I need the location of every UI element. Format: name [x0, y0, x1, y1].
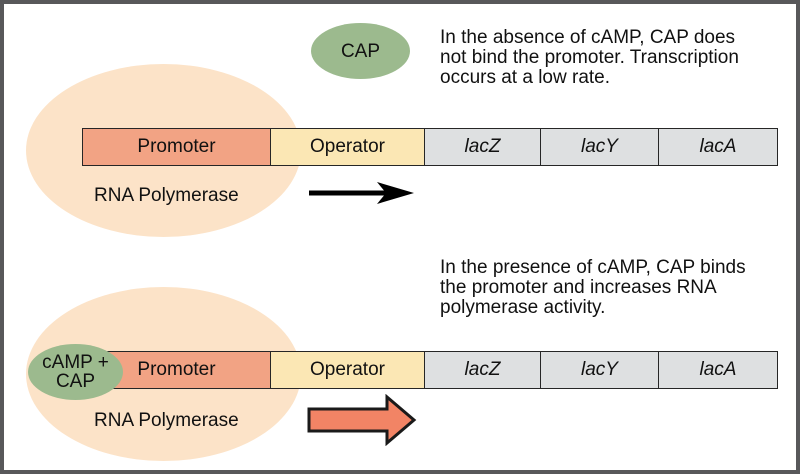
- rna-polymerase-label-top: RNA Polymerase: [94, 185, 239, 206]
- promoter-label: Promoter: [137, 359, 216, 380]
- presence-of-camp-caption: In the presence of cAMP, CAP binds the p…: [440, 257, 746, 318]
- laca-label: lacA: [699, 359, 737, 380]
- lacy-label: lacY: [581, 136, 618, 157]
- rna-polymerase-label-bottom: RNA Polymerase: [94, 410, 239, 431]
- promoter-label: Promoter: [137, 136, 216, 157]
- lacz-segment-top: lacZ: [424, 128, 541, 166]
- laca-segment-top: lacA: [658, 128, 778, 166]
- operator-segment-top: Operator: [269, 128, 426, 166]
- lacz-label: lacZ: [464, 136, 501, 157]
- lacy-label: lacY: [581, 359, 618, 380]
- laca-segment-bottom: lacA: [658, 351, 778, 389]
- low-rate-transcription-arrow-icon: [306, 180, 416, 211]
- lacy-segment-top: lacY: [539, 128, 660, 166]
- increased-transcription-block-arrow-icon: [306, 393, 418, 451]
- lacz-segment-bottom: lacZ: [424, 351, 541, 389]
- operon-bar-top: Promoter Operator lacZ lacY lacA: [82, 128, 778, 166]
- cap-ellipse-top-label: CAP: [340, 40, 381, 62]
- absence-of-camp-caption: In the absence of cAMP, CAP does not bin…: [440, 27, 739, 88]
- operator-label: Operator: [310, 136, 385, 157]
- operator-segment-bottom: Operator: [269, 351, 426, 389]
- lacy-segment-bottom: lacY: [539, 351, 660, 389]
- camp-cap-ellipse-label: cAMP + CAP: [42, 352, 109, 392]
- cap-ellipse-top: CAP: [311, 23, 410, 79]
- operon-bar-bottom: Promoter Operator lacZ lacY lacA: [82, 351, 778, 389]
- camp-cap-ellipse-bottom: cAMP + CAP: [28, 344, 123, 400]
- laca-label: lacA: [699, 136, 737, 157]
- promoter-segment-top: Promoter: [82, 128, 271, 166]
- lacz-label: lacZ: [464, 359, 501, 380]
- operator-label: Operator: [310, 359, 385, 380]
